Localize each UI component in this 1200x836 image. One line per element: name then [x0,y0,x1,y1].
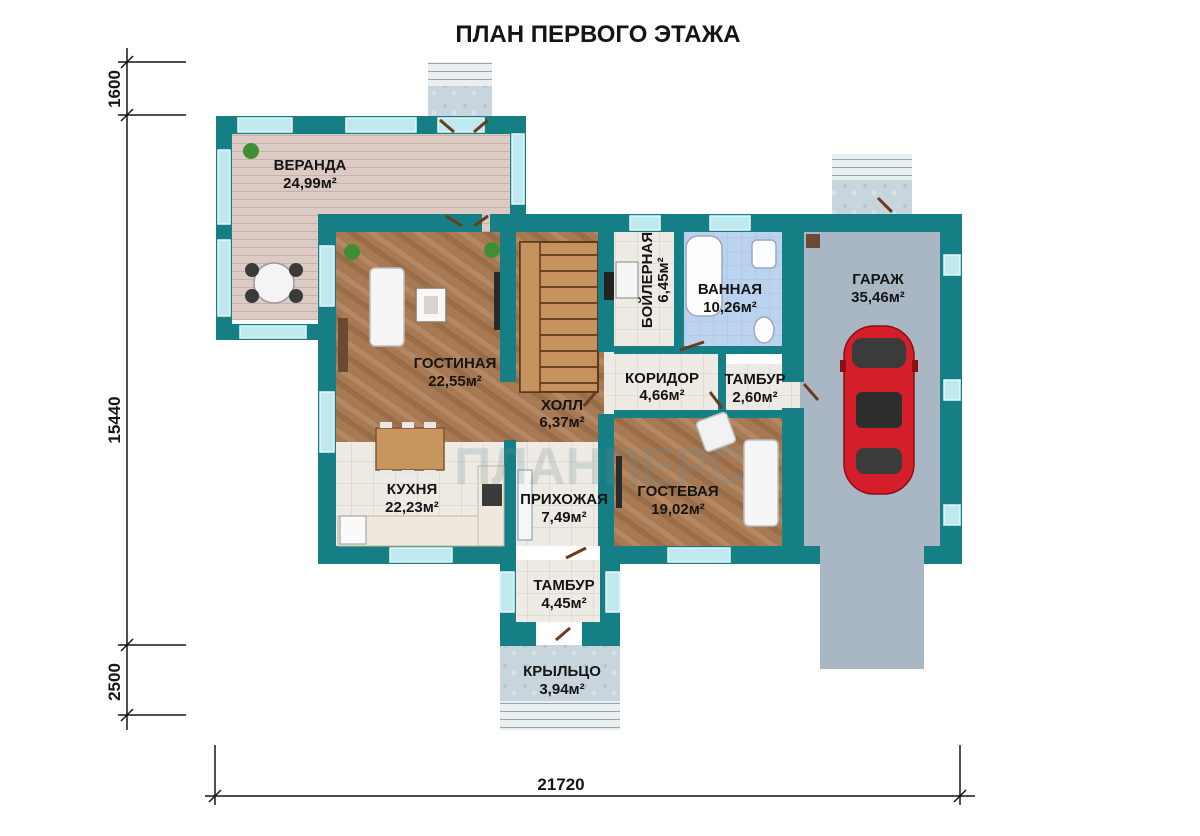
room-name-garage: ГАРАЖ [852,271,904,288]
room-area-boiler: 6,45м² [655,257,672,302]
veranda-chair [289,263,303,277]
dining-chair [402,422,414,428]
dimension-total-width: 21720 [537,775,584,794]
dining-chair [380,422,392,428]
veranda-chair [245,289,259,303]
garage-shelf [806,234,820,248]
room-area-tambur2: 4,45м² [541,595,586,612]
dining-chair [402,470,414,476]
room-area-tambur1: 2,60м² [732,389,777,406]
room-area-garage: 35,46м² [851,289,905,306]
wardrobe [517,469,533,541]
room-name-veranda: ВЕРАНДА [274,157,347,174]
dining-chair [380,470,392,476]
watermark: ПЛАНПЕРС [454,438,746,496]
sink [751,239,777,269]
dining-table [375,427,445,471]
veranda-table [253,262,295,304]
dining-chair [424,470,436,476]
plan-title: ПЛАН ПЕРВОГО ЭТАЖА [455,21,740,48]
room-area-guest: 19,02м² [651,501,705,518]
room-area-hall: 6,37м² [539,414,584,431]
room-name-tambur2: ТАМБУР [533,577,594,594]
room-name-kitchen: КУХНЯ [387,481,437,498]
plant-icon [243,143,259,159]
room-name-corridor: КОРИДОР [625,370,699,387]
fridge [339,515,367,545]
room-name-hallway: ПРИХОЖАЯ [520,491,608,508]
veranda-landing [428,86,492,120]
boiler-panel [604,272,614,300]
porch-steps [500,700,620,730]
driveway [820,545,924,669]
room-name-boiler: БОЙЛЕРНАЯ [638,232,656,328]
windows [217,117,961,613]
doors [439,118,894,642]
tambur2-floor [516,560,600,622]
room-area-hallway: 7,49м² [541,509,586,526]
room-name-porch: КРЫЛЬЦО [523,663,601,680]
dimension-top-offset: 1600 [105,70,124,108]
room-area-bath: 10,26м² [703,299,757,316]
dimension-total-height: 15440 [105,396,124,443]
sofa [369,267,405,347]
bathtub [685,235,723,317]
porch-floor [500,645,620,701]
room-name-living: ГОСТИНАЯ [414,355,497,372]
guest-tv [616,456,622,508]
plant-icon [344,244,360,260]
furniture [243,143,820,547]
dimension-bottom-offset: 2500 [105,663,124,701]
room-name-hall: ХОЛЛ [541,397,583,414]
armchair [695,411,737,453]
garage-landing [832,180,912,214]
room-labels: ВЕРАНДА 24,99м² ГОСТИНАЯ 22,55м² БОЙЛЕРН… [274,157,905,698]
living-floor [334,232,512,446]
corridor-floor [604,352,722,414]
dimension-lines [118,48,975,805]
plant-icon [484,242,500,258]
stove [482,484,502,506]
room-area-porch: 3,94м² [539,681,584,698]
dining-chair [424,422,436,428]
room-area-veranda: 24,99м² [283,175,337,192]
toilet [753,316,775,344]
car-icon [840,325,918,495]
boiler-unit [615,261,639,299]
coffee-table-top [424,296,438,314]
room-area-living: 22,55м² [428,373,482,390]
cabinet [338,318,348,372]
room-name-guest: ГОСТЕВАЯ [637,483,718,500]
room-name-tambur1: ТАМБУР [724,371,785,388]
room-area-kitchen: 22,23м² [385,499,439,516]
room-area-corridor: 4,66м² [639,387,684,404]
veranda-chair [289,289,303,303]
guest-sofa [743,439,779,527]
staircase-landing [519,241,541,393]
veranda-chair [245,263,259,277]
tv [494,272,500,330]
room-name-bath: ВАННАЯ [698,281,762,298]
